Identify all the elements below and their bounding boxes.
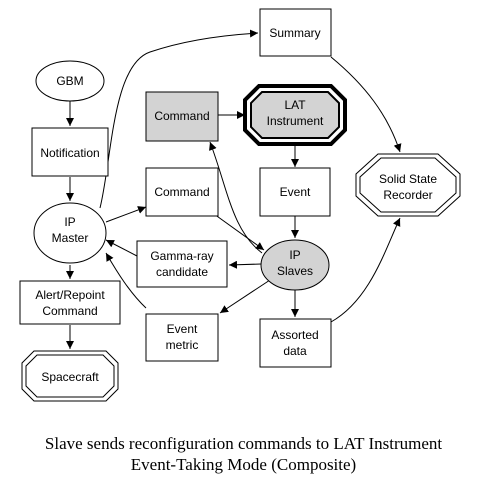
node-gbm: GBM [35, 60, 105, 102]
edge-summary-recorder [330, 56, 402, 153]
node-lat-instrument-label-1: LAT [284, 98, 306, 112]
node-notification: Notification [31, 127, 109, 177]
node-solid-state-recorder-label-2: Recorder [383, 188, 432, 202]
node-solid-state-recorder: Solid State Recorder [355, 153, 461, 217]
edge-gamma-ip-master [105, 239, 138, 257]
node-alert-repoint: Alert/Repoint Command [19, 280, 121, 325]
node-spacecraft: Spacecraft [21, 350, 119, 402]
node-gamma-ray-candidate-label-2: candidate [156, 265, 208, 279]
caption-line-2: Event-Taking Mode (Composite) [130, 455, 357, 474]
edge-ip-slaves-event-metric [219, 279, 271, 314]
node-alert-repoint-label-2: Command [42, 304, 97, 318]
node-gamma-ray-candidate-label-1: Gamma-ray [150, 249, 213, 263]
node-ip-slaves-label-1: IP [289, 248, 300, 262]
node-event-metric-label-2: metric [166, 338, 199, 352]
node-spacecraft-label: Spacecraft [41, 370, 99, 384]
node-ip-master: IP Master [33, 202, 107, 264]
node-alert-repoint-label-1: Alert/Repoint [35, 288, 105, 302]
node-ip-slaves-label-2: Slaves [277, 264, 313, 278]
node-event-metric: Event metric [145, 313, 219, 362]
edge-ip-master-command [105, 206, 147, 223]
node-gbm-label: GBM [56, 74, 83, 88]
node-command-shaded-label: Command [154, 109, 209, 123]
node-notification-label: Notification [40, 146, 99, 160]
edge-ip-slaves-gamma [228, 260, 262, 269]
node-assorted-data: Assorted data [259, 318, 332, 368]
node-event-metric-label-1: Event [167, 322, 198, 336]
node-summary: Summary [259, 8, 332, 57]
node-assorted-data-label-2: data [283, 344, 307, 358]
edge-assorted-recorder [330, 217, 401, 323]
node-assorted-data-label-1: Assorted [271, 328, 318, 342]
edge-command-ip-slaves [213, 213, 265, 251]
edge-ip-slaves-command-shaded [209, 141, 263, 254]
node-event-label: Event [280, 185, 311, 199]
node-lat-instrument-label-2: Instrument [267, 114, 324, 128]
node-command: Command [145, 167, 219, 217]
node-ip-master-label-2: Master [52, 231, 89, 245]
node-ip-slaves: IP Slaves [260, 239, 330, 291]
node-summary-label: Summary [269, 26, 320, 40]
node-ip-master-label-1: IP [64, 215, 75, 229]
node-solid-state-recorder-label-1: Solid State [379, 172, 437, 186]
node-lat-instrument: LAT Instrument [243, 84, 347, 146]
caption-line-1: Slave sends reconfiguration commands to … [44, 434, 443, 453]
edge-event-metric-ip-master [105, 252, 147, 309]
node-command-label: Command [154, 185, 209, 199]
diagram-caption: Slave sends reconfiguration commands to … [0, 433, 487, 475]
node-event: Event [259, 167, 331, 217]
node-command-shaded: Command [145, 91, 219, 142]
node-gamma-ray-candidate: Gamma-ray candidate [136, 240, 228, 288]
